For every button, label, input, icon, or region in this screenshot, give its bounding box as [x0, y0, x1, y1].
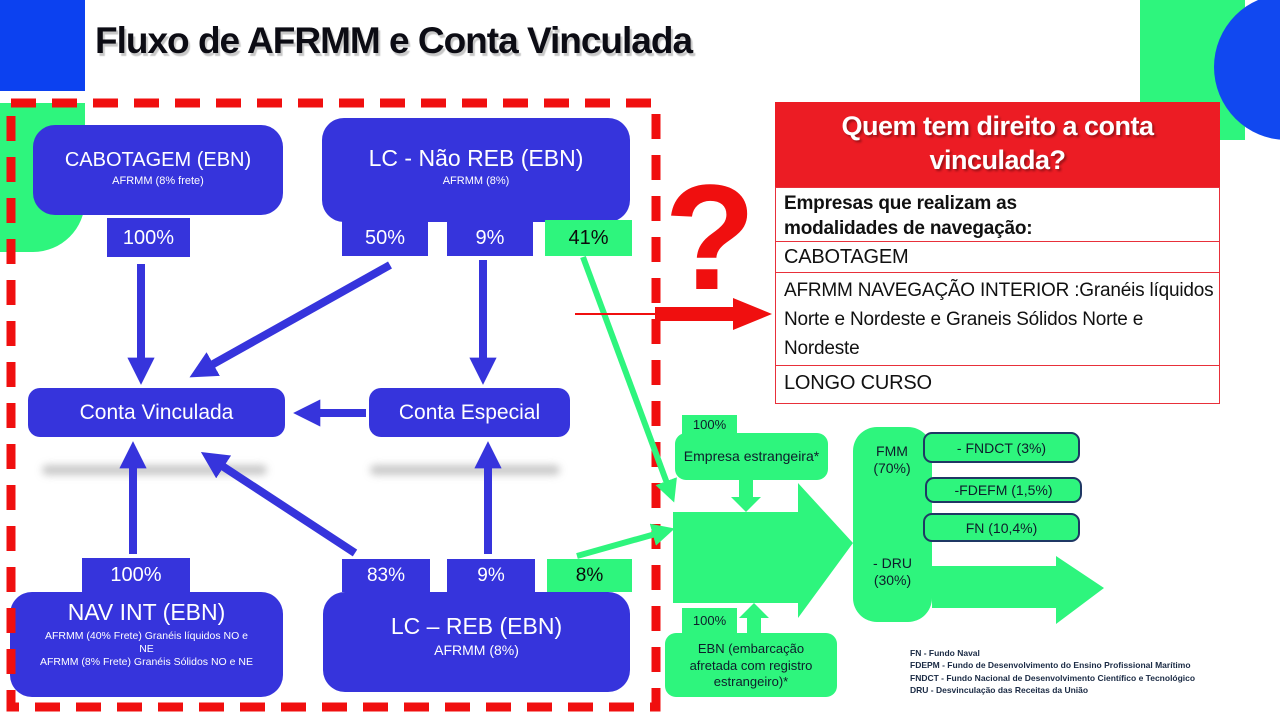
nav-int-detail-2: AFRMM (8% Frete) Granéis Sólidos NO e NE: [40, 656, 253, 668]
footnote-fndct: FNDCT - Fundo Nacional de Desenvolviment…: [910, 672, 1196, 683]
footnotes: FN - Fundo Naval FDEPM - Fundo de Desenv…: [910, 647, 1250, 696]
fmm-liquido-arrow-shape: [932, 556, 1104, 624]
nav-int-title: NAV INT (EBN): [67, 599, 226, 625]
arrow-empresa-to-bruto: [731, 480, 761, 512]
box-lc-reb: LC – REB (EBN) AFRMM (8%): [323, 592, 630, 692]
pct-tab-83: 83%: [342, 559, 430, 592]
shadow-smudge: [370, 465, 560, 475]
box-fdefm: -FDEFM (1,5%): [925, 477, 1082, 503]
footnote-dru: DRU - Desvinculação das Receitas da Uniã…: [910, 684, 1089, 695]
panel-row-empresas: Empresas que realizam as modalidades de …: [775, 187, 1220, 242]
nav-int-detail-1: AFRMM (40% Frete) Granéis líquidos NO e …: [44, 630, 249, 655]
cabotagem-subtitle: AFRMM (8% frete): [112, 175, 204, 187]
arrow-8-to-fmm-bruto: [576, 523, 675, 559]
cabotagem-title: CABOTAGEM (EBN): [64, 149, 252, 171]
panel-row-navegacao-interior: AFRMM NAVEGAÇÃO INTERIOR :Granéis líquid…: [775, 272, 1220, 366]
fmm-bruto-label: FMM BRUTO: [690, 539, 781, 556]
arrow-ebn-to-bruto: [739, 603, 769, 633]
pct-tab-50: 50%: [342, 220, 428, 256]
pct-tab-ebn-100: 100%: [682, 608, 737, 634]
box-empresa-estrangeira: Empresa estrangeira*: [675, 433, 828, 480]
panel-row-text: Empresas que realizam as modalidades de …: [784, 193, 1033, 239]
shadow-smudge: [42, 465, 267, 475]
slide-title: Fluxo de AFRMM e Conta Vinculada: [95, 20, 693, 61]
box-cabotagem: CABOTAGEM (EBN) AFRMM (8% frete): [33, 125, 283, 215]
footnote-fn: FN - Fundo Naval: [910, 648, 980, 658]
panel-row-longo-curso: LONGO CURSO: [775, 364, 1220, 404]
pct-tab-41: 41%: [545, 220, 632, 256]
box-fn: FN (10,4%): [923, 513, 1080, 542]
pct-tab-nav-100: 100%: [82, 558, 190, 592]
box-conta-vinculada: Conta Vinculada: [28, 388, 285, 437]
pct-tab-8: 8%: [547, 559, 632, 592]
footnote-fdepm: FDEPM - Fundo de Desenvolvimento do Ensi…: [910, 660, 1191, 671]
fmm-liquido-label: FMM (Líquido): [949, 573, 1052, 590]
box-fmm-dru: FMM (70%) - DRU (30%): [853, 427, 932, 622]
pct-tab-cabotagem-100: 100%: [107, 218, 190, 257]
decoration-blue-rect: [0, 0, 85, 91]
panel-row-cabotagem: CABOTAGEM: [775, 240, 1220, 274]
box-nav-int: NAV INT (EBN) AFRMM (40% Frete) Granéis …: [10, 592, 283, 697]
pct-tab-9-bottom: 9%: [447, 559, 535, 592]
question-mark: ?: [664, 153, 756, 321]
box-lc-nao-reb: LC - Não REB (EBN) AFRMM (8%): [322, 118, 630, 222]
lc-reb-subtitle: AFRMM (8%): [434, 642, 519, 658]
box-fndct: - FNDCT (3%): [923, 432, 1080, 463]
ebn-text: EBN (embarcação afretada com registro es…: [689, 641, 813, 689]
dru-30-label: - DRU (30%): [873, 555, 912, 588]
box-ebn-afretada: EBN (embarcação afretada com registro es…: [665, 633, 837, 697]
fmm-70-label: FMM (70%): [873, 443, 911, 476]
lc-nao-reb-subtitle: AFRMM (8%): [442, 175, 510, 187]
lc-reb-title: LC – REB (EBN): [390, 613, 563, 639]
lc-nao-reb-title: LC - Não REB (EBN): [368, 145, 584, 171]
box-conta-especial: Conta Especial: [369, 388, 570, 437]
panel-title: Quem tem direito a conta vinculada?: [775, 102, 1220, 187]
pct-tab-empresa-100: 100%: [682, 415, 737, 434]
panel-title-text: Quem tem direito a conta vinculada?: [841, 111, 1154, 175]
panel-conta-vinculada: Quem tem direito a conta vinculada? Empr…: [775, 102, 1220, 404]
pct-tab-9-top: 9%: [447, 220, 533, 256]
arrow-50-to-conta-vinculada: [189, 261, 392, 378]
